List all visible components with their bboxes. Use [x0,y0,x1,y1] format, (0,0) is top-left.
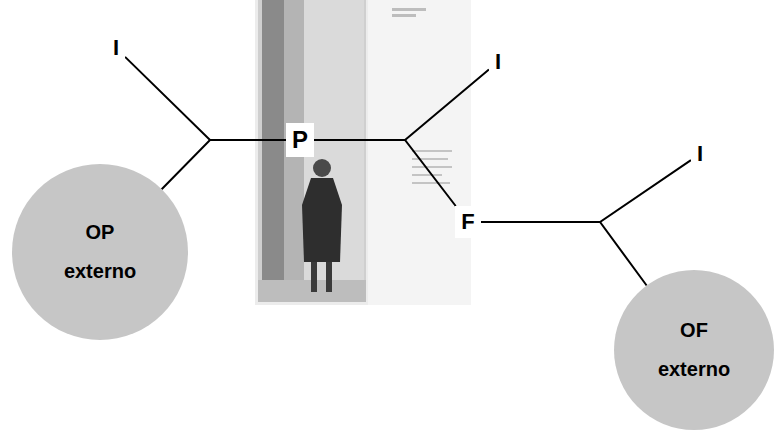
connector-line [314,70,489,140]
letter-node: I [107,32,125,64]
connector-line [162,140,286,189]
page-mark [412,174,442,176]
figure-leg [311,262,317,292]
connector-line [481,222,647,286]
letter-label: F [461,209,474,235]
circle-label: OP externo [54,213,146,291]
letter-label: I [113,35,119,61]
circle-outline [12,164,188,340]
letter-node: P [286,123,314,157]
page-mark [412,182,450,184]
figure-coat [302,178,342,262]
photo-scene [258,0,366,302]
page-side [368,0,471,305]
figure-leg [326,262,332,292]
figure-head [313,159,331,177]
door-post [262,0,284,300]
connector-line [314,140,456,206]
circle-outline [614,270,774,430]
letter-label: I [697,141,703,167]
letter-node: F [455,206,480,238]
letter-node: I [691,138,709,170]
letter-label: P [292,126,308,154]
grey-circle: OF externo [614,270,774,430]
circle-label: OF externo [648,311,740,389]
photo-frame [255,0,471,305]
circle-fill [614,270,774,430]
connector-line [125,57,286,140]
page-mark [392,8,426,11]
page-mark [412,158,448,160]
circle-fill [12,164,188,340]
letter-node: I [489,46,507,78]
page-mark [392,14,416,17]
page-mark [412,166,452,168]
grey-circle: OP externo [12,164,188,340]
letter-label: I [495,49,501,75]
page-mark [412,150,452,152]
connector-line [481,160,691,222]
